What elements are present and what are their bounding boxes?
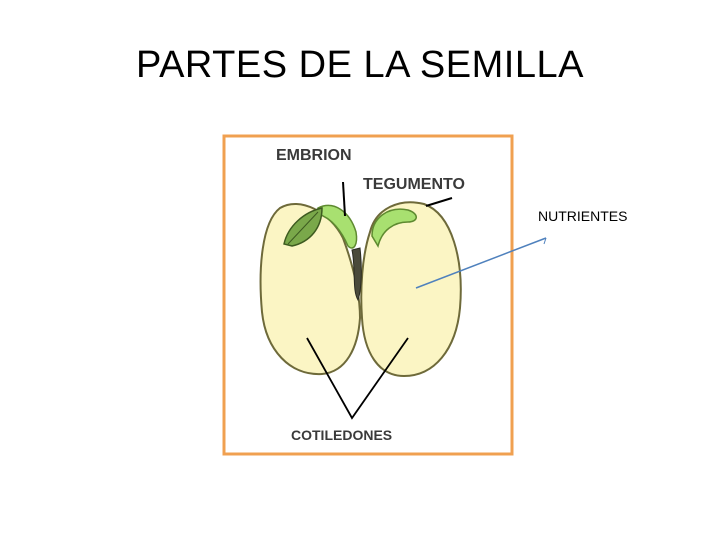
embryo-axis <box>351 247 362 302</box>
left-cotyledon <box>259 203 362 376</box>
slide-title: PARTES DE LA SEMILLA <box>136 44 584 86</box>
cotyledons-label: COTILEDONES <box>291 427 392 443</box>
embryo-plumule-right <box>371 208 417 248</box>
seed-coat-pointer <box>425 197 453 207</box>
embryo-plumule-left <box>317 204 358 249</box>
seed-coat-label: TEGUMENTO <box>363 176 465 193</box>
leaf-vein <box>287 211 319 245</box>
embryo-label: EMBRION <box>276 147 352 164</box>
right-cotyledon <box>360 201 462 378</box>
embryo-pointer <box>342 181 346 217</box>
nutrients-pointer <box>415 237 547 289</box>
nutrients-label: NUTRIENTES <box>538 208 628 224</box>
cotyledon-pointer <box>306 337 409 420</box>
nutrients-pointer-tail <box>543 237 547 245</box>
